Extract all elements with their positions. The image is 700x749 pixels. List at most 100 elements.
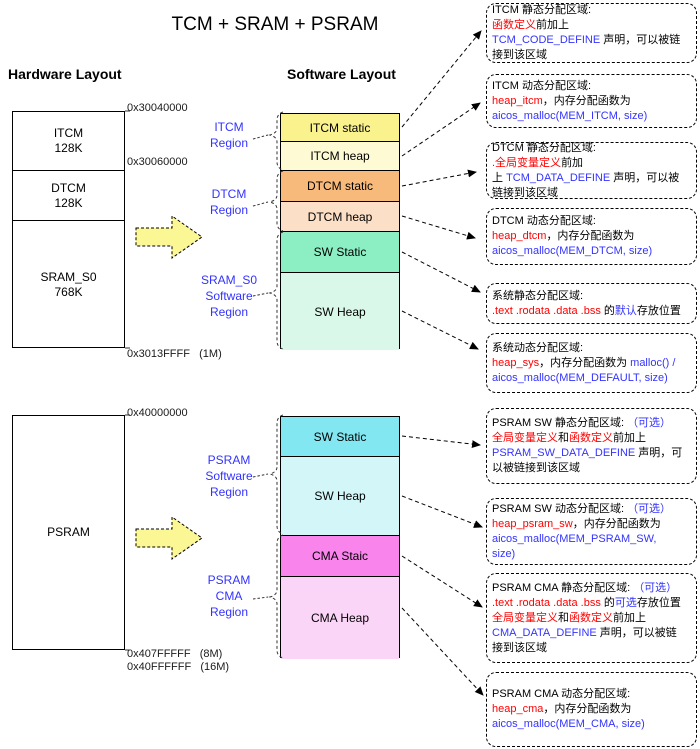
annotation-line: 函数定义前加上 [492, 18, 691, 33]
annotation-box-6: 系统动态分配区域:heap_sys，内存分配函数为 malloc() /aico… [486, 333, 697, 393]
annotation-line: 接到该区域 [492, 641, 691, 656]
annotation-box-9: PSRAM CMA 静态分配区域: （可选） .text .rodata .dat… [486, 573, 697, 663]
address-label: 0x30040000 [127, 102, 188, 114]
annotation-text-segment: aicos_malloc(MEM_DEFAULT, size) [492, 371, 668, 384]
annotation-text-segment: （可选） [627, 417, 672, 429]
annotation-line: heap_psram_sw，内存分配函数为 [492, 517, 691, 532]
annotation-text-segment: heap_dtcm [492, 230, 547, 242]
annotation-line: 全局变量定义和函数定义前加上 [492, 431, 691, 446]
annotation-text-segment: 前加上 [613, 611, 646, 624]
annotation-text-segment: .text .rodata .data .bss [492, 304, 601, 317]
block-to-annotation-arrow [401, 169, 477, 187]
annotation-text-segment: heap_itcm [492, 94, 543, 107]
annotation-line: 系统动态分配区域: [492, 341, 691, 356]
annotation-box-8: PSRAM SW 动态分配区域: （可选） heap_psram_sw，内存分配函… [486, 498, 697, 565]
annotation-text-segment: 声明，可以被链 [596, 626, 677, 639]
annotation-text-segment: ，内存分配函数为 [542, 94, 631, 107]
annotation-text-segment: malloc() / [630, 356, 676, 369]
annotation-text-segment: 声明，可以被 [610, 171, 680, 184]
annotation-text-segment: heap_sys [492, 356, 540, 369]
block-to-annotation-arrow [401, 310, 479, 350]
annotation-line: 以被链接到该区域 [492, 461, 691, 476]
address-label: 0x40FFFFFF (16M) [127, 661, 230, 673]
annotation-text-segment: .全局变量定义 [492, 156, 562, 169]
address-label: 0x30060000 [127, 156, 188, 168]
block-to-annotation-arrow [401, 251, 481, 293]
annotation-text-segment: TCM_DATA_DEFINE [506, 171, 611, 184]
annotation-line: PSRAM SW 静态分配区域: （可选） [492, 416, 691, 431]
annotation-line: .全局变量定义前加 [492, 156, 691, 171]
hardware-layout-heading: Hardware Layout [8, 66, 122, 82]
annotation-text-segment: aicos_malloc(MEM_DTCM, size) [492, 245, 653, 257]
hardware-section-size: 128K [54, 141, 83, 155]
software-layout-heading: Software Layout [287, 66, 396, 82]
annotation-text-segment: ，内存分配函数为 [539, 356, 631, 369]
hardware-section-name: SRAM_S0 [40, 270, 97, 284]
annotation-text-segment: （可选） [633, 581, 678, 594]
annotation-text-segment: 链接到该区域 [492, 186, 558, 199]
hardware-section-name: DTCM [51, 180, 86, 195]
annotation-text-segment: 以被链接到该区域 [492, 462, 580, 474]
annotation-text-segment: ，内存分配函数为 [546, 230, 635, 242]
annotation-text-segment: 接到该区域 [492, 49, 547, 61]
region-label-itcm-region: ITCM Region [209, 120, 249, 150]
annotation-text-segment: ，内存分配函数为 [572, 517, 661, 530]
annotation-text-segment: 的 [600, 596, 615, 609]
annotation-text-segment: ITCM 静态分配区域: [492, 4, 591, 16]
software-block-itcm-heap: ITCM heap [281, 142, 399, 171]
annotation-text-segment: PSRAM SW 动态分配区域: [492, 502, 628, 515]
annotation-text-segment: 和 [558, 432, 569, 444]
annotation-line: heap_dtcm，内存分配函数为 [492, 229, 691, 244]
annotation-line: PSRAM CMA 动态分配区域: [492, 687, 691, 702]
address-label: 0x407FFFFF (8M) [127, 648, 223, 660]
annotation-text-segment: 的 [600, 304, 615, 317]
hardware-section-size: 128K [54, 195, 83, 210]
region-label-sram_s0-software-region: SRAM_S0 Software Region [200, 273, 258, 319]
annotation-text-segment: ITCM 动态分配区域: [492, 79, 591, 92]
annotation-text-segment: （可选） [627, 502, 672, 515]
annotation-text-segment: PSRAM CMA 静态分配区域: [492, 581, 634, 594]
software-block-sw-heap: SW Heap [281, 273, 399, 350]
hardware-to-software-arrow [135, 516, 203, 560]
annotation-line: aicos_malloc(MEM_CMA, size) [492, 717, 691, 732]
annotation-text-segment: 默认 [614, 304, 637, 317]
annotation-text-segment: ，内存分配函数为 [543, 703, 632, 715]
block-to-annotation-arrow [401, 607, 484, 696]
block-to-annotation-arrow [401, 555, 483, 608]
diagram-title: TCM + SRAM + PSRAM [171, 14, 379, 35]
annotation-text-segment: 声明，可以被链 [600, 34, 681, 46]
annotation-text-segment: .text .rodata .data .bss [492, 596, 601, 609]
annotation-line: .text .rodata .data .bss 的默认存放位置 [492, 304, 691, 319]
annotation-text-segment: 前加上 [536, 19, 569, 31]
annotation-box-3: DTCM 静态分配区域:.全局变量定义前加上 TCM_DATA_DEFINE 声… [486, 142, 697, 199]
block-to-annotation-arrow [401, 495, 483, 528]
annotation-text-segment: 系统动态分配区域: [492, 341, 584, 354]
dashed-arrows [401, 30, 484, 696]
block-to-annotation-arrow [401, 435, 481, 449]
hardware-section-name: PSRAM [47, 525, 90, 539]
annotation-line: 链接到该区域 [492, 186, 691, 201]
annotation-line: 接到该区域 [492, 48, 691, 63]
annotation-line: size) [492, 547, 691, 562]
flow-arrows [135, 215, 203, 560]
annotation-line: ITCM 动态分配区域: [492, 79, 691, 94]
hardware-section-psram: PSRAM [13, 416, 124, 649]
annotation-text-segment: size) [492, 547, 516, 560]
software-block-cma-staic: CMA Staic [281, 536, 399, 577]
annotation-text-segment: DTCM 静态分配区域: [492, 141, 596, 154]
annotation-text-segment: 可选 [614, 596, 637, 609]
annotation-text-segment: PSRAM_SW_DATA_DEFINE [492, 447, 636, 459]
annotation-text-segment: 存放位置 [636, 304, 681, 317]
hardware-psram-box: PSRAM [12, 415, 125, 650]
block-to-annotation-arrow [401, 215, 476, 240]
annotation-text-segment: TCM_CODE_DEFINE [492, 34, 601, 46]
software-block-dtcm-heap: DTCM heap [281, 202, 399, 232]
annotation-line: heap_cma，内存分配函数为 [492, 702, 691, 717]
software-block-cma-heap: CMA Heap [281, 577, 399, 659]
annotation-line: heap_sys，内存分配函数为 malloc() / [492, 356, 691, 371]
